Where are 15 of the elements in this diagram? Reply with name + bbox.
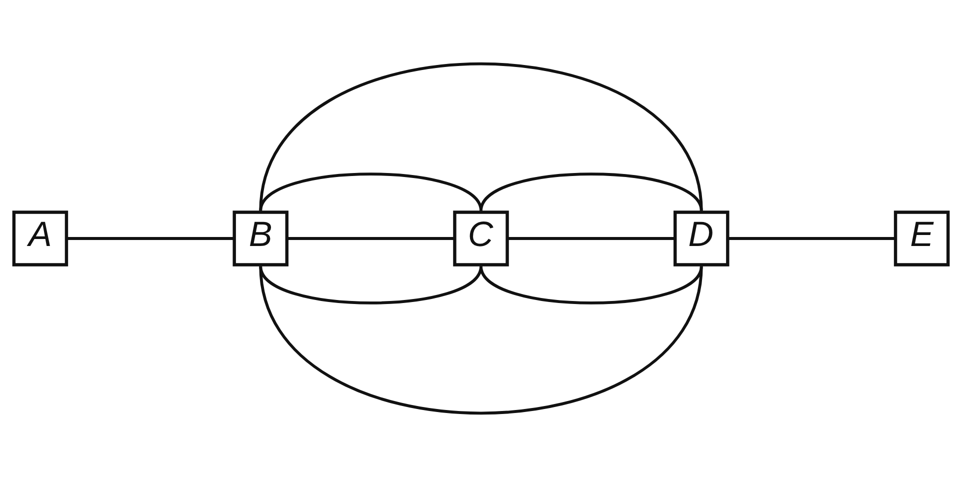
connector <box>259 62 703 212</box>
connector <box>66 237 234 240</box>
node-box: E <box>894 210 950 266</box>
connector <box>507 237 675 240</box>
node-box: A <box>12 210 68 266</box>
connector <box>728 237 895 240</box>
node-box: B <box>232 210 288 266</box>
connector <box>259 266 703 414</box>
connector <box>287 237 454 240</box>
connector <box>480 172 703 212</box>
node-box: D <box>674 210 730 266</box>
connector <box>480 266 703 304</box>
connector <box>259 266 482 304</box>
node-box: C <box>453 210 509 266</box>
connector <box>259 172 482 212</box>
